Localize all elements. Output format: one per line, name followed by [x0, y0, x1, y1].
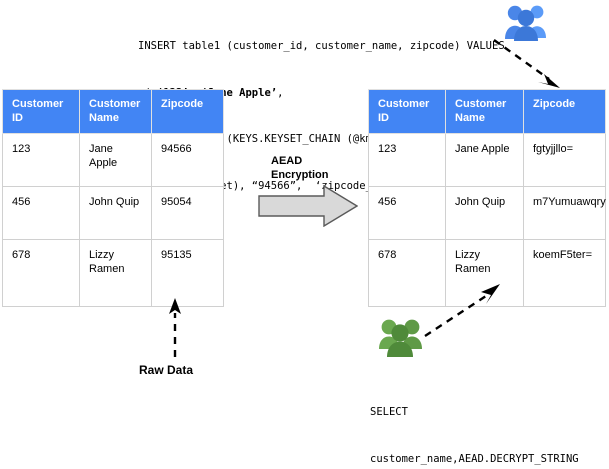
column-header-customer-id: Customer ID [2, 89, 80, 134]
aead-encryption-label: AEAD Encryption [271, 155, 328, 182]
column-header-customer-name: Customer Name [445, 89, 524, 134]
cell-zipcode: fgtyjjllo= [523, 133, 606, 187]
table-header-row: Customer ID Customer Name Zipcode [368, 89, 606, 134]
raw-data-label: Raw Data [139, 363, 194, 377]
dashed-arrow-down-right-icon [492, 38, 564, 90]
table-header-row: Customer ID Customer Name Zipcode [2, 89, 224, 134]
table-row: 678 Lizzy Ramen koemF5ter= [368, 239, 606, 307]
raw-data-table: Customer ID Customer Name Zipcode 123 Ja… [2, 89, 224, 307]
encrypted-data-table: Customer ID Customer Name Zipcode 123 Ja… [368, 89, 606, 307]
table-row: 123 Jane Apple 94566 [2, 133, 224, 187]
people-group-icon [504, 2, 548, 42]
cell-zipcode: 95135 [151, 239, 224, 307]
table-row: 456 John Quip m7Yumuawqry [368, 186, 606, 240]
cell-customer-id: 678 [2, 239, 80, 307]
dashed-arrow-up-icon [160, 297, 190, 359]
cell-zipcode: 94566 [151, 133, 224, 187]
people-group-icon [378, 316, 424, 358]
cell-customer-id: 123 [2, 133, 80, 187]
column-header-zipcode: Zipcode [151, 89, 224, 134]
select-query-text: SELECT customer_name,AEAD.DECRYPT_STRING… [370, 374, 579, 469]
column-header-zipcode: Zipcode [523, 89, 606, 134]
aead-encryption-label-line-1: AEAD [271, 155, 303, 167]
dashed-arrow-up-right-icon [424, 282, 506, 338]
cell-customer-name: Jane Apple [79, 133, 152, 187]
column-header-customer-name: Customer Name [79, 89, 152, 134]
cell-customer-id: 678 [368, 239, 446, 307]
table-row: 678 Lizzy Ramen 95135 [2, 239, 224, 307]
table-row: 123 Jane Apple fgtyjjllo= [368, 133, 606, 187]
cell-zipcode: m7Yumuawqry [523, 186, 606, 240]
cell-zipcode: 95054 [151, 186, 224, 240]
select-query-line-1: SELECT [370, 406, 408, 418]
insert-line2-suffix: , [277, 86, 284, 99]
block-arrow-right-icon [258, 184, 359, 228]
cell-customer-name: John Quip [79, 186, 152, 240]
table-row: 456 John Quip 95054 [2, 186, 224, 240]
cell-zipcode: koemF5ter= [523, 239, 606, 307]
cell-customer-name: John Quip [445, 186, 524, 240]
cell-customer-name: Lizzy Ramen [79, 239, 152, 307]
cell-customer-id: 456 [368, 186, 446, 240]
cell-customer-id: 123 [368, 133, 446, 187]
column-header-customer-id: Customer ID [368, 89, 446, 134]
cell-customer-name: Jane Apple [445, 133, 524, 187]
cell-customer-id: 456 [2, 186, 80, 240]
insert-query-line-1: INSERT table1 (customer_id, customer_nam… [138, 40, 505, 52]
select-query-line-2: customer_name,AEAD.DECRYPT_STRING [370, 452, 579, 465]
aead-encryption-label-line-2: Encryption [271, 168, 329, 181]
